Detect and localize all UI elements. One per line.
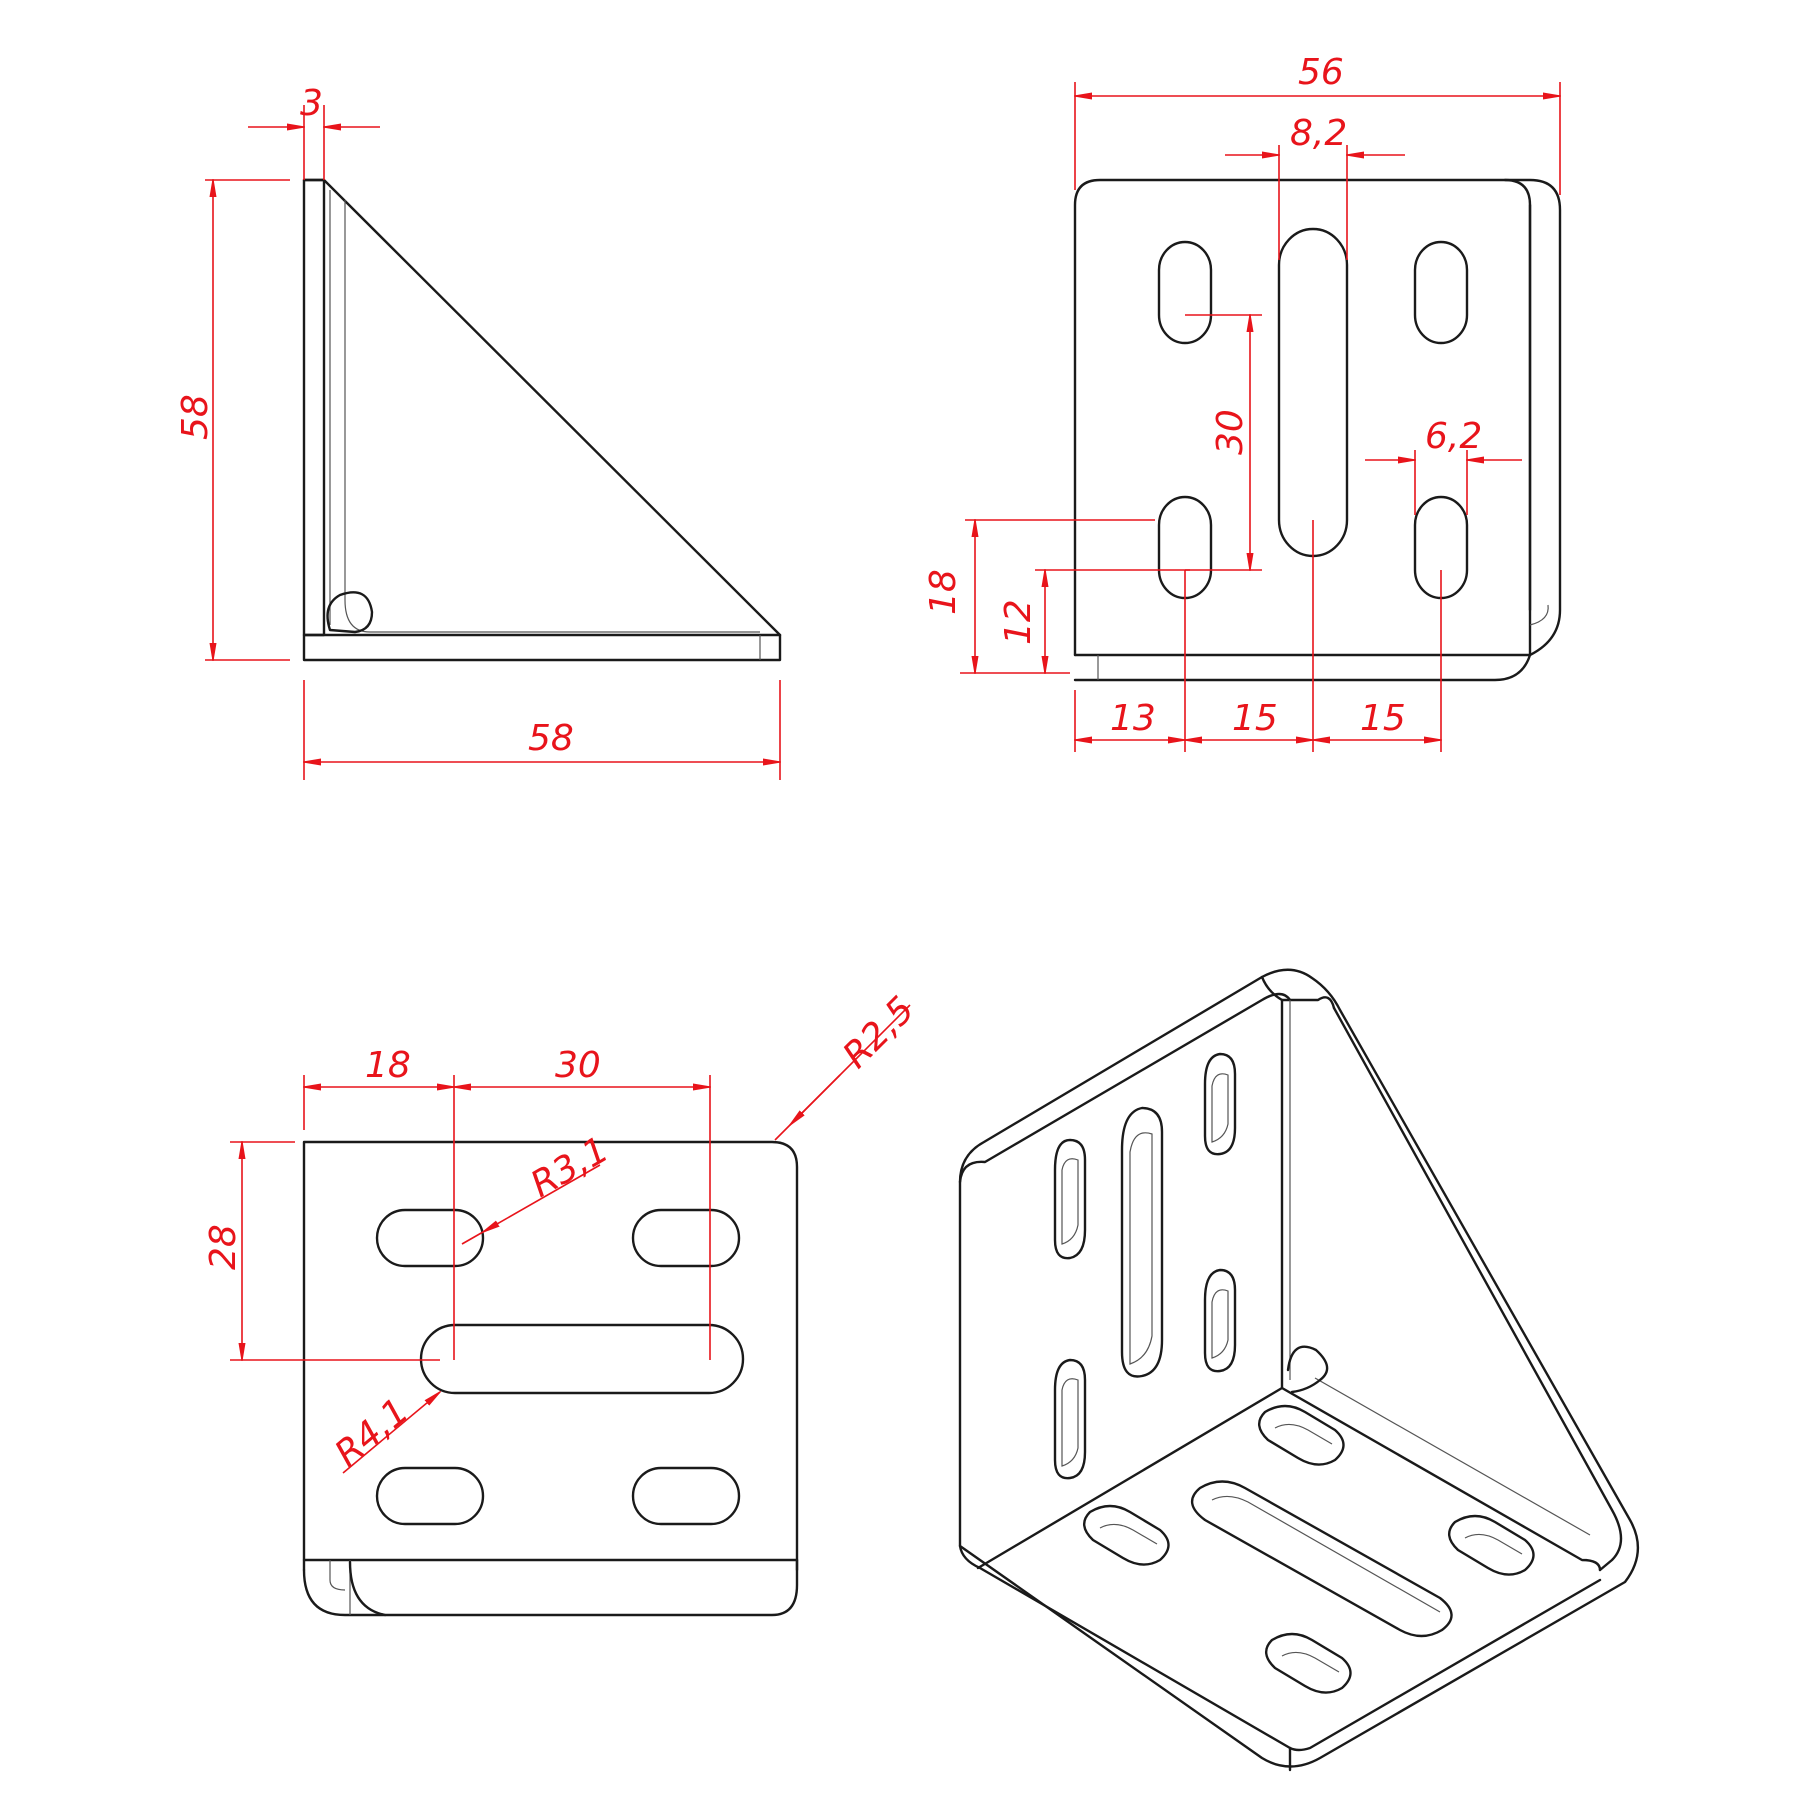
iso-wall-slots bbox=[1053, 1052, 1237, 1480]
top-view-dimensions: 18 30 28 R2,5 R3,1 R4,1 bbox=[203, 989, 923, 1475]
top-slot-upper-left bbox=[375, 1208, 485, 1268]
top-slot-long bbox=[419, 1323, 745, 1395]
dim-front-hole-upper: 18 bbox=[923, 569, 964, 615]
dim-top-left-offset: 18 bbox=[365, 1045, 411, 1086]
iso-slot-wall-long bbox=[1120, 1106, 1164, 1378]
iso-slot-wall-4 bbox=[1203, 1268, 1237, 1373]
iso-floor-slots bbox=[1083, 1404, 1535, 1694]
top-view: 18 30 28 R2,5 R3,1 R4,1 bbox=[203, 989, 923, 1617]
dim-front-offset: 13 bbox=[1110, 698, 1156, 739]
side-view: 3 58 58 bbox=[175, 83, 782, 780]
iso-slot-wall-3 bbox=[1203, 1052, 1237, 1156]
front-view-dimensions: 56 8,2 30 6,2 18 12 bbox=[923, 52, 1560, 752]
front-view-outline bbox=[1073, 178, 1562, 682]
isometric-view bbox=[958, 968, 1640, 1772]
dim-front-center-slot: 8,2 bbox=[1290, 113, 1347, 154]
iso-slot-wall-2 bbox=[1053, 1358, 1087, 1480]
dim-front-small-slot: 6,2 bbox=[1425, 416, 1482, 457]
dim-side-width: 58 bbox=[528, 718, 574, 759]
dim-top-small-slot-radius: R3,1 bbox=[524, 1129, 616, 1206]
top-view-outline bbox=[302, 1140, 799, 1617]
dim-side-height: 58 bbox=[175, 394, 216, 440]
dim-front-spacing-2: 15 bbox=[1360, 698, 1406, 739]
dim-front-slot-spacing: 30 bbox=[1210, 409, 1251, 455]
front-slot-right-upper bbox=[1413, 240, 1469, 345]
side-view-outline bbox=[302, 178, 782, 662]
iso-slot-floor-4 bbox=[1265, 1632, 1352, 1694]
front-slot-center bbox=[1277, 227, 1349, 558]
dim-side-thickness: 3 bbox=[300, 83, 323, 124]
dim-top-corner-radius: R2,5 bbox=[835, 989, 922, 1076]
iso-slot-floor-2 bbox=[1083, 1504, 1170, 1566]
iso-slot-floor-1 bbox=[1258, 1404, 1345, 1466]
front-slot-right-lower bbox=[1413, 495, 1469, 600]
side-view-dimensions: 3 58 58 bbox=[175, 83, 780, 780]
front-view: 56 8,2 30 6,2 18 12 bbox=[923, 52, 1562, 752]
iso-slot-floor-3 bbox=[1448, 1514, 1535, 1576]
iso-slot-wall-1 bbox=[1053, 1138, 1087, 1260]
dim-top-long-slot-radius: R4,1 bbox=[327, 1391, 416, 1475]
dim-front-spacing-1: 15 bbox=[1232, 698, 1278, 739]
dim-top-slot-span: 30 bbox=[555, 1045, 601, 1086]
top-slot-lower-left bbox=[375, 1466, 485, 1526]
iso-slot-floor-long bbox=[1191, 1480, 1453, 1638]
top-slot-lower-right bbox=[631, 1466, 741, 1526]
dim-front-hole-lower: 12 bbox=[998, 599, 1039, 645]
dim-top-depth: 28 bbox=[203, 1224, 244, 1270]
top-slot-upper-right bbox=[631, 1208, 741, 1268]
dim-front-width: 56 bbox=[1298, 52, 1344, 93]
front-slot-left-upper bbox=[1157, 240, 1213, 345]
